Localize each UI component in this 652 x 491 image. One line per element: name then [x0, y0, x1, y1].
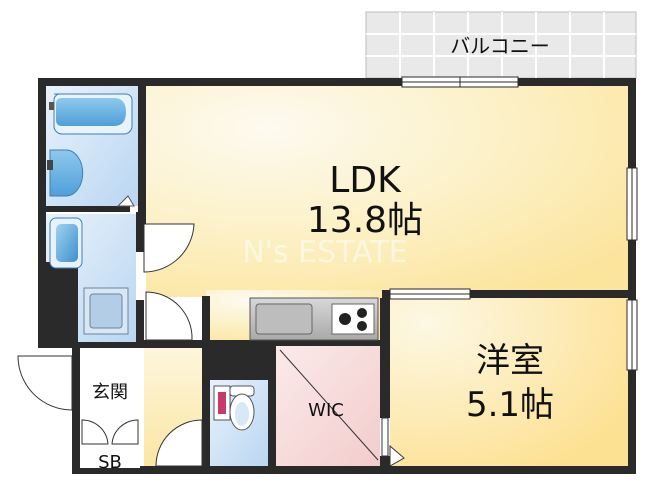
- bathtub: [49, 93, 133, 135]
- western-sliding-door: [389, 288, 471, 300]
- balcony-grid: [366, 12, 636, 78]
- western-area: 5.1帖: [466, 385, 554, 425]
- wic-room: [276, 346, 380, 466]
- toilet: [213, 385, 255, 431]
- ldk-label: LDK: [329, 160, 402, 201]
- balcony-window: [401, 76, 519, 88]
- balcony-label: バルコニー: [450, 34, 550, 58]
- ldk-room: [146, 86, 628, 297]
- stove: [331, 303, 375, 335]
- kitchen-counter: [249, 297, 379, 341]
- bath-door: [116, 195, 135, 207]
- western-label: 洋室: [476, 341, 544, 381]
- shoe-box-doors: [81, 419, 139, 445]
- wic-door: [279, 349, 405, 467]
- toilet-door: [155, 419, 203, 467]
- kitchen-sink: [255, 303, 313, 335]
- balcony: バルコニー: [365, 11, 637, 79]
- walls: [38, 78, 636, 474]
- hall-door: [145, 291, 193, 341]
- wic-label: WIC: [308, 400, 344, 421]
- ldk-area: 13.8帖: [307, 200, 423, 241]
- western-room: [390, 298, 628, 466]
- watermark: N's ESTATE: [242, 235, 407, 270]
- sb-label: SB: [98, 452, 122, 473]
- western-side-window: [626, 299, 638, 371]
- washing-machine: [83, 287, 129, 335]
- entrance-door: [17, 355, 73, 411]
- washbasin: [49, 217, 83, 269]
- shower-basin: [47, 149, 84, 197]
- ldk-side-window: [626, 167, 638, 241]
- entrance-label: 玄関: [92, 382, 128, 403]
- wash-to-ldk-door: [143, 223, 195, 273]
